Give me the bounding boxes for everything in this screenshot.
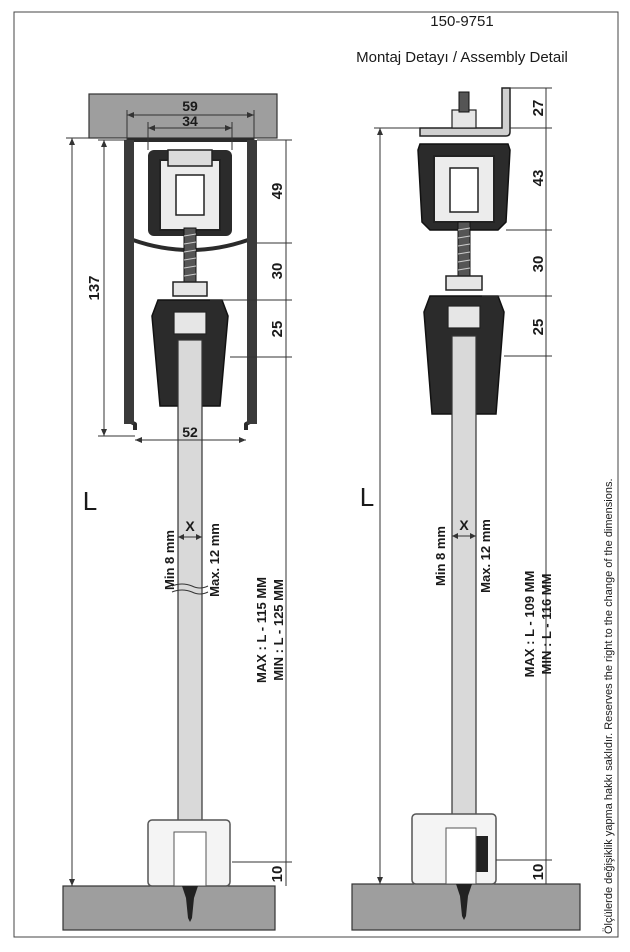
- left-assembly: 59 34 137 49 30 25 52 10 L X Min 8 mm Ma…: [62, 93, 292, 931]
- right-max-thickness: Max. 12 mm: [478, 519, 493, 593]
- left-dimension-lines: [66, 110, 292, 887]
- right-bracket-nut: [451, 109, 477, 129]
- left-profile-wall-right: [247, 140, 257, 424]
- left-bottom-guide-slot: [173, 831, 207, 887]
- left-min-formula: MIN : L - 125 MM: [271, 579, 286, 681]
- right-bottom-guide-slot: [445, 827, 477, 885]
- dimensions-disclaimer: Ölçülerde değişiklik yapma hakkı saklıdı…: [603, 478, 615, 934]
- left-trolley-cap: [167, 149, 213, 167]
- right-bottom-guide-roller: [476, 836, 488, 872]
- right-door-panel: [451, 335, 477, 861]
- left-hanger-nut: [173, 311, 207, 335]
- left-ceiling-slab: [88, 93, 278, 139]
- left-dim-L: L: [83, 486, 97, 516]
- right-bolt-threads: [457, 227, 471, 271]
- left-dim-25: 25: [269, 321, 286, 338]
- left-bolt-threads: [183, 233, 197, 277]
- left-dim-59: 59: [182, 98, 198, 114]
- right-hanger-nut: [447, 305, 481, 329]
- right-dim-L: L: [360, 482, 374, 512]
- right-dim-10: 10: [530, 864, 547, 881]
- right-dim-43: 43: [530, 170, 547, 187]
- left-dim-10: 10: [269, 866, 286, 883]
- left-door-panel: [177, 339, 203, 863]
- left-max-thickness: Max. 12 mm: [207, 523, 222, 597]
- right-assembly: 27 43 30 25 10 L X Min 8 mm Max. 12 mm M…: [351, 87, 581, 931]
- right-lock-nut: [445, 275, 483, 291]
- left-door-break: [171, 583, 209, 595]
- right-max-formula: MAX : L - 109 MM: [522, 571, 537, 678]
- right-dim-x: X: [459, 517, 469, 533]
- left-dim-49: 49: [269, 183, 286, 200]
- left-max-formula: MAX : L - 115 MM: [254, 577, 269, 683]
- right-bracket-bolt: [458, 91, 470, 113]
- left-floor-slab: [62, 885, 276, 931]
- left-dim-137: 137: [86, 275, 103, 300]
- right-min-thickness: Min 8 mm: [433, 526, 448, 586]
- right-trolley-wheel: [449, 167, 479, 213]
- right-dim-27: 27: [530, 100, 547, 117]
- right-dim-25: 25: [530, 319, 547, 336]
- left-min-thickness: Min 8 mm: [162, 530, 177, 590]
- left-dim-52: 52: [182, 424, 198, 440]
- left-lock-nut: [172, 281, 208, 297]
- left-dim-34: 34: [182, 113, 198, 129]
- drawing-title: Montaj Detayı / Assembly Detail: [356, 49, 568, 66]
- product-code: 150-9751: [430, 13, 493, 30]
- left-dim-30: 30: [269, 263, 286, 280]
- right-dim-30: 30: [530, 256, 547, 273]
- left-profile-wall-left: [124, 140, 134, 424]
- left-dimension-arrows: [69, 112, 254, 886]
- right-wall-bracket: [419, 87, 511, 137]
- left-trolley-wheel: [175, 174, 205, 216]
- left-floor-screw: [182, 886, 198, 922]
- right-dimension-lines: [374, 87, 552, 885]
- right-floor-screw: [456, 884, 472, 920]
- right-dimension-arrows: [377, 128, 476, 884]
- page-frame: [13, 11, 619, 938]
- left-dim-x: X: [185, 518, 195, 534]
- right-min-formula: MIN : L - 116 MM: [539, 574, 554, 675]
